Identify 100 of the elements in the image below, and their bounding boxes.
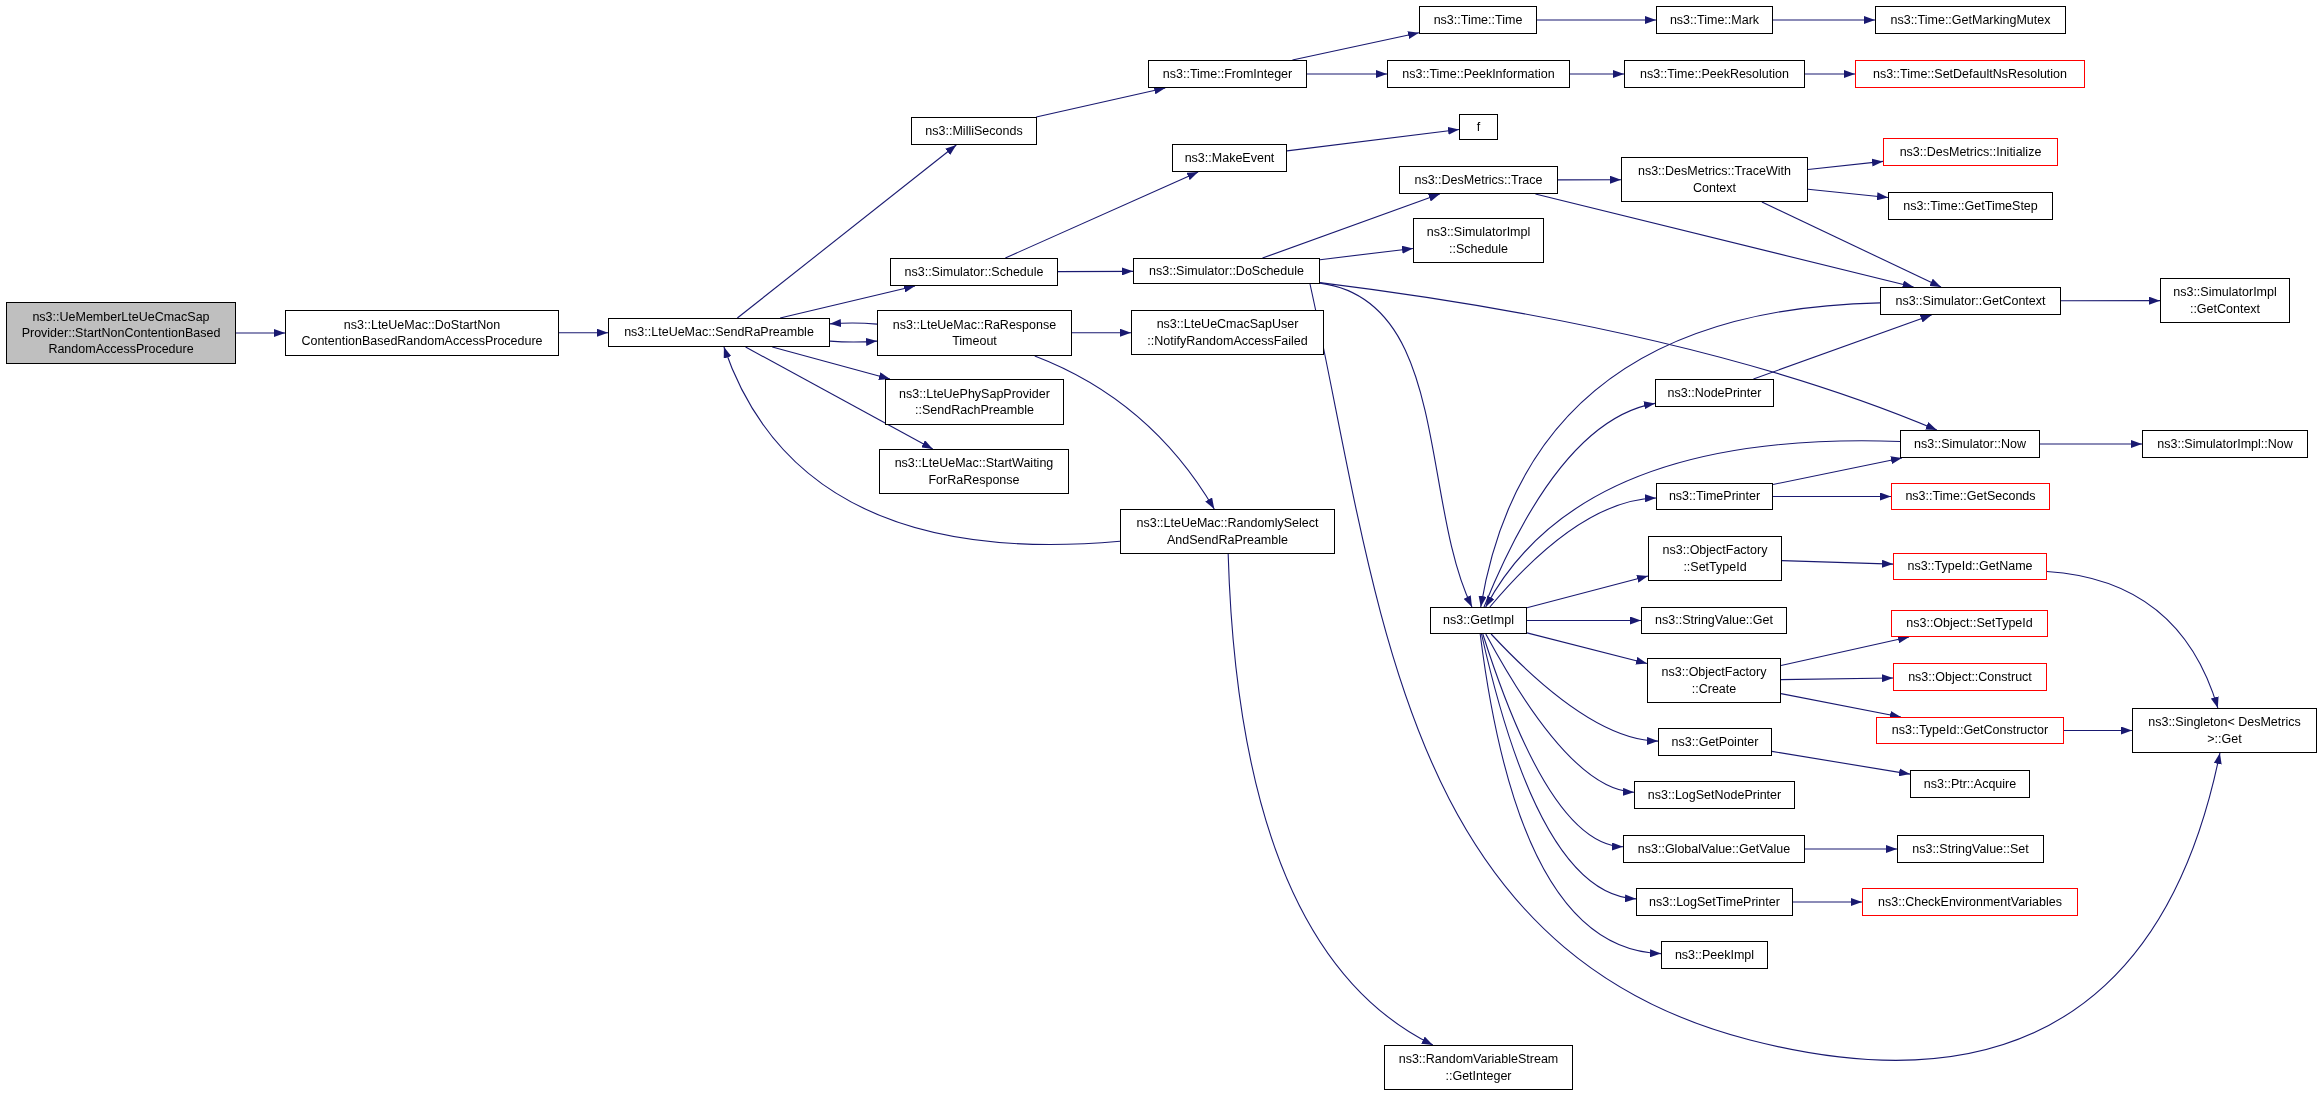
function-box xyxy=(1855,60,2085,88)
function-name: ns3::Time::Mark xyxy=(1669,11,1760,29)
function-box xyxy=(1883,138,2058,166)
function-box xyxy=(285,310,559,356)
call-arrow xyxy=(1309,283,2222,1061)
call-arrow xyxy=(829,337,878,346)
function-box xyxy=(1387,60,1570,88)
function-box xyxy=(877,310,1072,356)
function-name: ns3::TypeId::GetConstructor xyxy=(1891,722,2049,739)
function-box xyxy=(1875,6,2066,34)
function-name: ns3::LteUeMac::SendRaPreamble xyxy=(624,324,814,341)
function-box xyxy=(1893,553,2047,580)
call-arrow xyxy=(1306,70,1388,78)
function-box xyxy=(6,302,236,364)
function-box xyxy=(1636,888,1793,916)
function-box xyxy=(1891,610,2048,637)
call-arrow xyxy=(1227,553,1434,1046)
function-name: ns3::Time::SetDefaultNsResolution xyxy=(1872,65,2068,83)
function-box xyxy=(1120,509,1335,554)
call-arrow xyxy=(1807,188,1889,201)
function-name: ns3::DesMetrics::Trace xyxy=(1414,171,1543,189)
function-name: ns3::StringValue::Set xyxy=(1912,840,2029,858)
function-name: ns3::Simulator::Schedule xyxy=(904,263,1044,281)
function-name: ns3::GlobalValue::GetValue xyxy=(1637,840,1791,858)
call-arrow xyxy=(1479,633,1662,957)
function-box xyxy=(1419,6,1537,34)
call-arrow xyxy=(736,144,957,319)
function-box xyxy=(911,117,1037,145)
function-name: ns3::TimePrinter xyxy=(1668,488,1761,505)
call-arrow xyxy=(1569,70,1625,78)
function-name: ns3::Time::GetMarkingMutex xyxy=(1890,11,2051,29)
function-name: ns3::Time::Time xyxy=(1433,11,1523,29)
function-name: ns3::LogSetNodePrinter xyxy=(1647,786,1782,804)
function-box xyxy=(1648,536,1782,581)
function-name: ns3::Time::PeekResolution xyxy=(1640,65,1789,83)
function-box xyxy=(1647,658,1781,703)
call-arrow xyxy=(1772,16,1876,24)
function-name: ns3::SimulatorImpl ::GetContext xyxy=(2172,284,2278,317)
function-name: ns3::PeekImpl xyxy=(1674,946,1755,964)
function-name: ns3::NodePrinter xyxy=(1667,384,1762,402)
call-arrow xyxy=(829,319,878,328)
call-arrow xyxy=(1489,494,1657,608)
call-arrow xyxy=(1319,282,1938,431)
function-box xyxy=(1656,6,1773,34)
call-arrow xyxy=(1536,16,1657,24)
function-box xyxy=(1862,888,2078,916)
function-name: ns3::UeMemberLteUeCmacSap Provider::StartNonContentionBased RandomAccessProcedure xyxy=(20,308,222,358)
call-arrow xyxy=(1478,302,1881,608)
function-name: ns3::DesMetrics::TraceWith Context xyxy=(1636,163,1792,196)
call-arrow xyxy=(1004,171,1199,259)
function-box xyxy=(1148,60,1307,88)
function-box xyxy=(1623,835,1805,863)
function-box xyxy=(1655,379,1774,407)
function-box xyxy=(1624,60,1805,88)
call-arrow xyxy=(745,346,934,450)
call-arrow xyxy=(1772,455,1903,486)
call-arrow xyxy=(1057,267,1134,276)
call-arrow xyxy=(1807,158,1884,170)
function-name: ns3::RandomVariableStream ::GetInteger xyxy=(1397,1051,1560,1084)
function-name: ns3::DesMetrics::Initialize xyxy=(1899,143,2042,161)
function-box xyxy=(1891,483,2050,510)
call-arrow xyxy=(771,346,891,381)
function-box xyxy=(1430,607,1527,634)
function-name: ns3::LteUeCmacSapUser ::NotifyRandomAccessFailed xyxy=(1146,316,1309,349)
function-name: ns3::SimulatorImpl::Now xyxy=(2157,435,2293,453)
function-box xyxy=(1880,287,2061,315)
function-box xyxy=(885,379,1064,425)
function-box xyxy=(1399,166,1558,194)
call-arrow xyxy=(1804,70,1856,78)
function-box xyxy=(608,318,830,347)
call-arrow xyxy=(2046,570,2220,709)
call-arrow xyxy=(1319,282,1473,608)
function-name: ns3::Simulator::DoSchedule xyxy=(1149,262,1304,280)
function-name: f xyxy=(1476,118,1481,136)
function-name: ns3::Object::SetTypeId xyxy=(1906,615,2033,632)
call-arrow xyxy=(1771,750,1911,777)
function-name: ns3::LteUeMac::RaResponse Timeout xyxy=(891,316,1058,350)
call-arrow xyxy=(1792,898,1863,906)
call-arrow xyxy=(1261,192,1441,259)
function-box xyxy=(1910,770,2030,798)
function-name: ns3::Object::Construct xyxy=(1908,668,2032,686)
function-name: ns3::ObjectFactory ::Create xyxy=(1660,664,1768,697)
function-box xyxy=(1172,144,1287,172)
call-arrow xyxy=(2060,296,2161,305)
function-name: ns3::MakeEvent xyxy=(1184,149,1275,167)
function-box xyxy=(890,258,1058,286)
call-arrow xyxy=(1526,574,1649,609)
function-box xyxy=(2160,278,2290,323)
call-arrow xyxy=(1071,328,1132,337)
function-box xyxy=(1893,663,2047,691)
function-name: ns3::LteUePhySapProvider ::SendRachPreamble xyxy=(898,385,1051,419)
call-arrow xyxy=(1286,126,1460,152)
call-arrow xyxy=(1804,845,1898,853)
call-arrow xyxy=(1526,616,1642,625)
function-name: ns3::Time::GetTimeStep xyxy=(1903,197,2038,215)
function-name: ns3::ObjectFactory ::SetTypeId xyxy=(1661,542,1769,575)
call-arrow xyxy=(1319,245,1414,261)
function-box xyxy=(879,449,1069,494)
call-arrow xyxy=(1490,633,1659,745)
function-name: ns3::Simulator::GetContext xyxy=(1895,292,2046,310)
